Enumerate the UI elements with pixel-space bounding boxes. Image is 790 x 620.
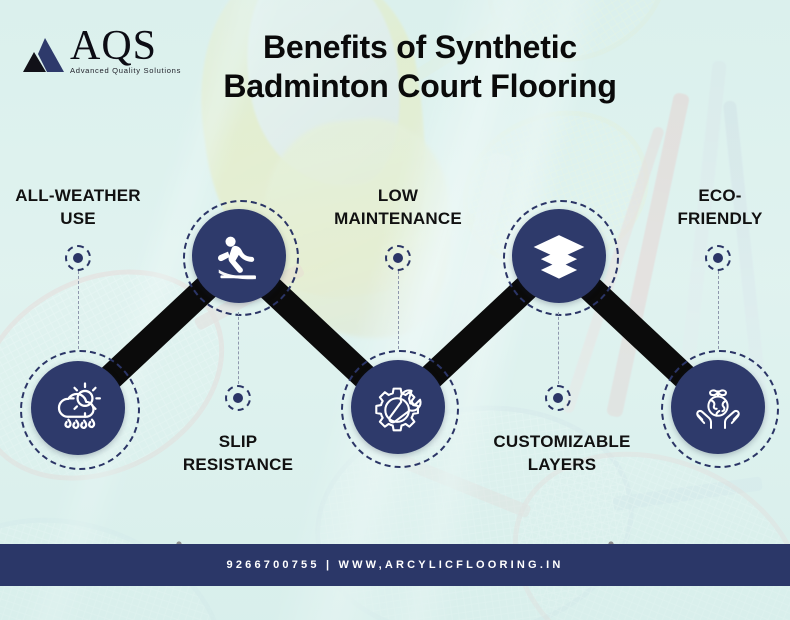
benefit-label-slip-resistance: SLIP RESISTANCE	[160, 430, 316, 476]
marker-stem	[398, 271, 399, 349]
label-line-2: RESISTANCE	[182, 455, 294, 474]
benefit-label-eco-friendly: ECO- FRIENDLY	[650, 184, 790, 230]
dashed-ring	[503, 200, 619, 316]
stacked-layers-icon	[533, 235, 585, 279]
page-title-line-1: Benefits of Synthetic	[262, 29, 578, 65]
benefit-label-all-weather-use: ALL-WEATHER USE	[2, 184, 154, 230]
sun-cloud-rain-icon	[57, 382, 102, 430]
marker-stem	[718, 271, 719, 349]
benefit-marker-all-weather-use	[65, 245, 91, 271]
brand-logo-text: AQS Advanced Quality Solutions	[70, 24, 181, 75]
brand-logo: AQS Advanced Quality Solutions	[22, 24, 180, 90]
footer-contact-text[interactable]: 9266700755 | WWW,ARCYLICFLOORING.IN	[226, 559, 564, 571]
brand-tagline: Advanced Quality Solutions	[70, 66, 182, 75]
benefit-marker-slip-resistance	[225, 385, 251, 411]
dashed-ring	[341, 350, 459, 468]
footer-bar: 9266700755 | WWW,ARCYLICFLOORING.IN	[0, 544, 790, 586]
label-line-1: ALL-WEATHER	[15, 186, 141, 205]
dashed-ring	[183, 200, 299, 316]
hands-holding-globe-sprout-icon	[696, 389, 740, 430]
label-line-1: LOW	[377, 186, 419, 205]
benefit-marker-low-maintenance	[385, 245, 411, 271]
benefit-label-customizable-layers: CUSTOMIZABLE LAYERS	[478, 430, 646, 476]
benefit-label-low-maintenance: LOW MAINTENANCE	[318, 184, 478, 230]
label-line-2: USE	[60, 209, 96, 228]
label-line-1: ECO-	[698, 186, 742, 205]
page-title-line-2: Badminton Court Flooring	[223, 68, 617, 104]
benefit-marker-customizable-layers	[545, 385, 571, 411]
person-slipping-icon	[218, 236, 256, 280]
label-line-2: FRIENDLY	[677, 209, 763, 228]
dashed-ring	[661, 350, 779, 468]
dashed-ring	[20, 350, 140, 470]
benefit-icon-circle[interactable]	[671, 360, 765, 454]
marker-stem	[78, 271, 79, 349]
triangle-mountain-icon	[22, 32, 66, 76]
label-line-1: CUSTOMIZABLE	[493, 432, 631, 451]
benefit-icon-circle[interactable]	[31, 361, 125, 455]
benefit-icon-circle[interactable]	[512, 209, 606, 303]
page-title: Benefits of Synthetic Badminton Court Fl…	[170, 28, 670, 106]
gear-wrench-icon	[375, 387, 422, 432]
benefit-icon-circle[interactable]	[351, 360, 445, 454]
marker-stem	[558, 312, 559, 384]
marker-stem	[238, 312, 239, 384]
label-line-2: MAINTENANCE	[334, 209, 462, 228]
label-line-1: SLIP	[218, 432, 258, 451]
benefit-marker-eco-friendly	[705, 245, 731, 271]
label-line-2: LAYERS	[527, 455, 597, 474]
brand-name: AQS	[70, 23, 158, 69]
benefit-icon-circle[interactable]	[192, 209, 286, 303]
